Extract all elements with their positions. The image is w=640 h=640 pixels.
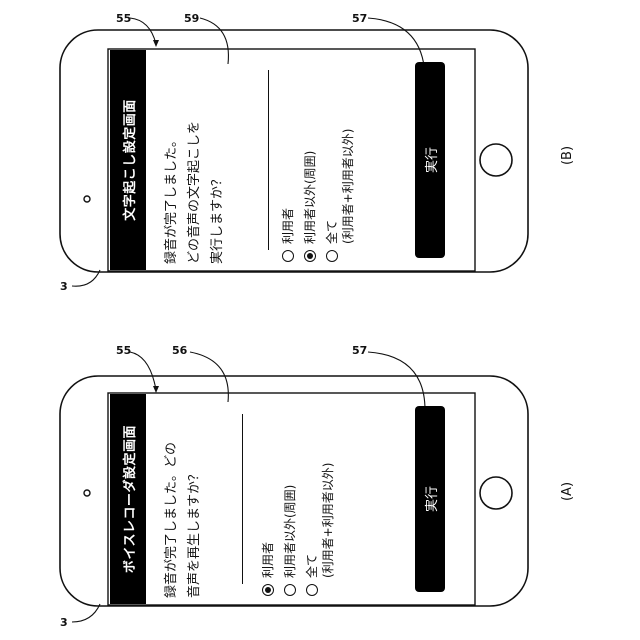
- option-all[interactable]: 全て (利用者+利用者以外): [304, 396, 336, 596]
- option-others[interactable]: 利用者以外(周囲): [282, 396, 298, 596]
- screen-a-question: 録音が完了しました。どの 音声を再生しますか？: [160, 400, 206, 598]
- option-user[interactable]: 利用者: [260, 396, 276, 596]
- screen-b-question-line: どの音声の文字起こしを: [183, 59, 206, 264]
- execute-button[interactable]: 実行: [415, 406, 445, 592]
- phone-a-camera-icon: [84, 490, 90, 496]
- ref-title-bar-b: 55: [116, 12, 131, 25]
- screen-a-options: 利用者 利用者以外(周囲) 全て (利用者+利用者以外): [260, 396, 342, 596]
- radio-icon[interactable]: [306, 584, 318, 596]
- screen-b-divider: [268, 70, 269, 250]
- execute-button[interactable]: 実行: [415, 62, 445, 258]
- option-label: 利用者以外(周囲): [282, 485, 298, 578]
- option-others[interactable]: 利用者以外(周囲): [302, 62, 318, 262]
- screen-a-title: ボイスレコーダ設定画面: [110, 394, 146, 604]
- radio-selected-icon[interactable]: [262, 584, 274, 596]
- screen-b-question-line: 実行しますか？: [206, 59, 229, 264]
- screen-b-content: 文字起こし設定画面 録音が完了しました。 どの音声の文字起こしを 実行しますか？…: [110, 50, 473, 270]
- caption-a: (A): [560, 482, 575, 501]
- screen-a-content: ボイスレコーダ設定画面 録音が完了しました。どの 音声を再生しますか？ 利用者 …: [110, 394, 473, 604]
- ref-title-bar-a: 55: [116, 344, 131, 357]
- option-label: 利用者以外(周囲): [302, 151, 318, 244]
- ref-device-a: 3: [60, 616, 68, 629]
- caption-b: (B): [560, 146, 575, 165]
- screen-b-question-line: 録音が完了しました。: [160, 59, 183, 264]
- radio-icon[interactable]: [284, 584, 296, 596]
- screen-a-question-line: 音声を再生しますか？: [183, 400, 206, 598]
- option-user[interactable]: 利用者: [280, 62, 296, 262]
- ref-question-a: 56: [172, 344, 187, 357]
- option-sublabel: (利用者+利用者以外): [320, 463, 336, 578]
- screen-b-options: 利用者 利用者以外(周囲) 全て (利用者+利用者以外): [280, 62, 362, 262]
- screen-a-question-line: 録音が完了しました。どの: [160, 400, 183, 598]
- option-all[interactable]: 全て (利用者+利用者以外): [324, 62, 356, 262]
- radio-selected-icon[interactable]: [304, 250, 316, 262]
- phone-b-camera-icon: [84, 196, 90, 202]
- ref-button-a: 57: [352, 344, 367, 357]
- radio-icon[interactable]: [326, 250, 338, 262]
- screen-a-divider: [242, 414, 243, 584]
- option-label: 全て: [304, 463, 320, 578]
- ref-device-b: 3: [60, 280, 68, 293]
- option-label: 利用者: [280, 208, 296, 244]
- radio-icon[interactable]: [282, 250, 294, 262]
- option-label: 利用者: [260, 542, 276, 578]
- transcription-settings-screen: [164, 0, 494, 43]
- screen-b-title: 文字起こし設定画面: [110, 50, 146, 270]
- option-sublabel: (利用者+利用者以外): [340, 129, 356, 244]
- screen-b-question: 録音が完了しました。 どの音声の文字起こしを 実行しますか？: [160, 59, 229, 264]
- option-label: 全て: [324, 129, 340, 244]
